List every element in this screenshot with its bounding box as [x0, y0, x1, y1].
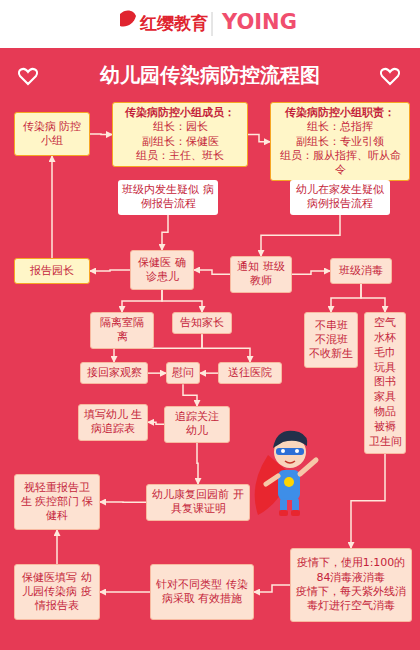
flow-arrow [331, 284, 361, 312]
node-text: 组员：主任、班长 [136, 149, 224, 163]
node-text: 隔离室隔离 [95, 316, 149, 345]
node-text: 保健医 确诊患儿 [135, 256, 189, 285]
node-text: 送往医院 [228, 366, 272, 380]
process-box: 通知 班级教师 [230, 256, 292, 293]
flow-arrow [56, 530, 58, 564]
node-text: 传染病 防控小组 [19, 120, 85, 149]
process-box: 针对不同类型 传染病采取 有效措施 [150, 564, 254, 620]
process-box: 告知家长 [172, 312, 232, 334]
flow-arrow [202, 334, 250, 362]
process-box: 保健医 确诊患儿 [130, 250, 194, 290]
highlight-box: 传染病 防控小组 [14, 112, 90, 156]
node-text: 传染病防控小组成员： [125, 106, 235, 120]
flow-arrow [90, 133, 112, 135]
flow-arrow [183, 384, 197, 406]
diagram-title: 幼儿园传染病防控流程图 [0, 62, 420, 89]
flow-arrow [51, 156, 53, 258]
process-box: 送往医院 [218, 362, 282, 384]
node-text: 接回家观察 [87, 366, 142, 380]
process-box: 班级消毒 [330, 258, 392, 284]
flow-arrow [200, 372, 218, 374]
process-box: 疫情下，使用1:100的84消毒液消毒疫情下，每天紫外线消毒灯进行空气消毒 [290, 548, 412, 622]
flow-arrow [90, 270, 130, 271]
flow-arrow [100, 591, 150, 593]
node-text: 组员：服从指挥、听从命令 [275, 149, 405, 178]
node-text: 报告园长 [30, 264, 74, 278]
node-text: 组长：总指挥 [307, 120, 373, 134]
highlight-box: 传染病防控小组成员：组长：园长副组长：保健医组员：主任、班长 [112, 102, 248, 167]
node-text: 空气 水杯 毛巾 玩具 图书 家具 物品 被褥 卫生间 [369, 316, 402, 450]
flow-arrow [197, 443, 198, 484]
node-text: 组长：园长 [153, 120, 208, 134]
process-box: 接回家观察 [80, 362, 148, 384]
flow-arrow [148, 372, 166, 374]
node-text: 告知家长 [180, 316, 224, 330]
logo-text: 红缨教育 [140, 12, 208, 35]
node-text: 通知 班级教师 [235, 260, 287, 289]
start-box: 班级内发生疑似 病例报告流程 [118, 180, 218, 215]
node-text: 保健医填写 幼儿园传染病 疫情报告表 [19, 571, 95, 614]
node-text: 视轻重报告卫生 疾控部门 保健科 [19, 481, 95, 524]
flow-arrow [361, 284, 385, 312]
node-text: 班级内发生疑似 病例报告流程 [122, 183, 214, 212]
logo-divider [212, 12, 213, 36]
process-box: 填写幼儿 生病追踪表 [78, 404, 148, 441]
flow-arrow [100, 501, 146, 503]
process-box: 隔离室隔离 [90, 312, 154, 349]
flow-arrow [248, 135, 270, 142]
node-text: 传染病防控小组职责： [285, 106, 395, 120]
flow-arrow [122, 290, 162, 312]
flow-arrow [162, 290, 202, 312]
flow-arrow [351, 454, 385, 548]
node-text: 副组长：专业引领 [296, 135, 384, 149]
node-text: 幼儿康复回园前 开具复课证明 [151, 488, 245, 517]
heart-icon [381, 69, 399, 84]
logo-mark [120, 10, 136, 26]
header-bar [0, 0, 420, 48]
flow-arrow [261, 215, 340, 256]
process-box: 空气 水杯 毛巾 玩具 图书 家具 物品 被褥 卫生间 [364, 312, 406, 454]
node-text: 填写幼儿 生病追踪表 [83, 408, 143, 437]
process-box: 幼儿康复回园前 开具复课证明 [146, 484, 250, 521]
flow-arrow [162, 215, 168, 250]
flow-arrow [254, 585, 290, 592]
brand-text: YOING [222, 10, 297, 34]
flow-arrow [194, 270, 230, 274]
highlight-box: 传染病防控小组职责：组长：总指挥副组长：专业引领组员：服从指挥、听从命令 [270, 102, 410, 181]
highlight-box: 报告园长 [14, 258, 90, 284]
node-text: 疫情下，每天紫外线消毒灯进行空气消毒 [295, 585, 407, 614]
node-text: 班级消毒 [339, 264, 383, 278]
process-box: 视轻重报告卫生 疾控部门 保健科 [14, 474, 100, 530]
process-box: 慰问 [166, 362, 200, 384]
start-box: 幼儿在家发生疑似 病例报告流程 [290, 180, 390, 215]
flow-arrow [292, 271, 330, 274]
flow-arrow [148, 422, 164, 424]
heart-icon [19, 69, 37, 84]
superhero-kid [255, 431, 316, 516]
node-text: 副组长：保健医 [142, 135, 219, 149]
node-text: 追踪关注 幼儿 [169, 410, 225, 439]
node-text: 针对不同类型 传染病采取 有效措施 [155, 578, 249, 607]
node-text: 不串班 不混班 不收新生 [309, 319, 353, 362]
process-box: 不串班 不混班 不收新生 [304, 312, 358, 368]
process-box: 追踪关注 幼儿 [164, 406, 230, 443]
node-text: 幼儿在家发生疑似 病例报告流程 [294, 183, 386, 212]
node-text: 慰问 [172, 366, 194, 380]
process-box: 保健医填写 幼儿园传染病 疫情报告表 [14, 564, 100, 620]
node-text: 疫情下，使用1:100的84消毒液消毒 [295, 556, 407, 585]
